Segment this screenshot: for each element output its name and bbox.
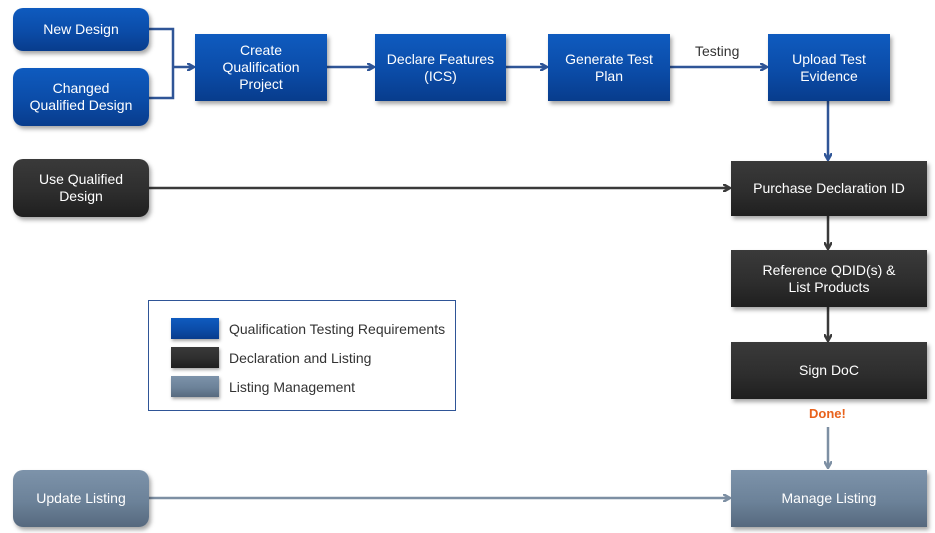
- legend-swatch-declaration: [171, 347, 219, 368]
- legend-label: Qualification Testing Requirements: [229, 320, 446, 337]
- legend-item-declaration: Declaration and Listing: [171, 347, 371, 368]
- connector-new-design: [149, 27, 175, 100]
- node-update-listing[interactable]: Update Listing: [13, 470, 149, 527]
- node-upload-test-evidence[interactable]: Upload Test Evidence: [768, 34, 890, 101]
- node-generate-test-plan[interactable]: Generate Test Plan: [548, 34, 670, 101]
- node-purchase-declaration-id[interactable]: Purchase Declaration ID: [731, 161, 927, 216]
- legend-swatch-listing: [171, 376, 219, 397]
- node-create-qualification-project[interactable]: Create Qualification Project: [195, 34, 327, 101]
- legend-item-qualification: Qualification Testing Requirements: [171, 318, 445, 339]
- legend-label: Listing Management: [229, 378, 356, 395]
- node-manage-listing[interactable]: Manage Listing: [731, 470, 927, 527]
- legend-label: Declaration and Listing: [229, 349, 372, 366]
- node-changed-qualified-design[interactable]: Changed Qualified Design: [13, 68, 149, 126]
- node-reference-qdid[interactable]: Reference QDID(s) & List Products: [731, 250, 927, 307]
- legend-swatch-qualification: [171, 318, 219, 339]
- edge-label-done: Done!: [809, 406, 846, 421]
- node-declare-features[interactable]: Declare Features (ICS): [375, 34, 506, 101]
- node-sign-doc[interactable]: Sign DoC: [731, 342, 927, 399]
- legend-item-listing: Listing Management: [171, 376, 355, 397]
- legend: Qualification Testing Requirements Decla…: [148, 300, 456, 411]
- node-use-qualified-design[interactable]: Use Qualified Design: [13, 159, 149, 217]
- edge-label-testing: Testing: [695, 43, 740, 59]
- node-new-design[interactable]: New Design: [13, 8, 149, 51]
